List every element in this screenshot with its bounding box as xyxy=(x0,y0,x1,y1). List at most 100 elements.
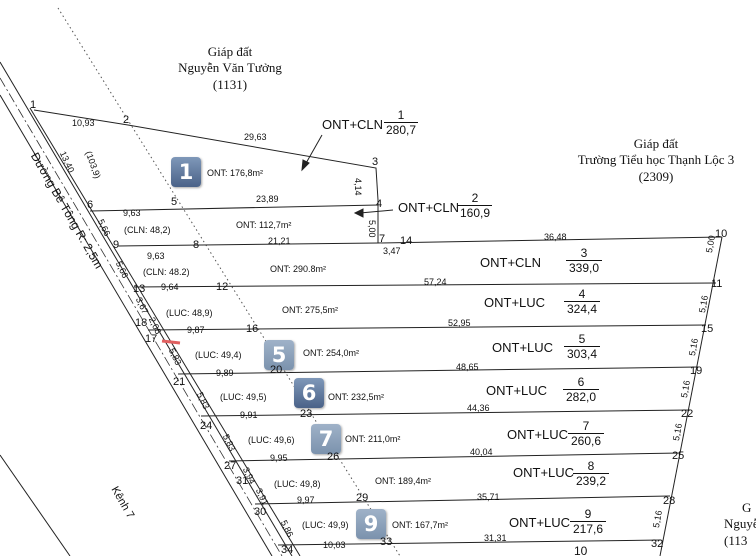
neighbor-top-label: Giáp đất Nguyễn Văn Tưởng (1131) xyxy=(170,44,290,93)
parcel-8-sub-area: (LUC: 49,8) xyxy=(274,479,321,489)
point-20: 20 xyxy=(270,364,283,376)
length-3-4: 4,14 xyxy=(353,178,363,196)
length-21-20: 9,89 xyxy=(216,368,234,378)
parcel-3-number: 3 xyxy=(566,247,602,261)
parcel-8-ont-area: ONT: 189,4m² xyxy=(375,476,432,486)
parcel-badge-7: 7 xyxy=(311,424,341,454)
parcel-7-use: ONT+LUC xyxy=(507,427,569,442)
point-14: 14 xyxy=(400,235,413,247)
parcel-4-number: 4 xyxy=(564,288,600,302)
neighbor-edge-label: G Nguyễ (113 xyxy=(724,500,756,549)
length-12-11: 57,24 xyxy=(424,277,447,287)
parcel-3-sub-area: (CLN: 48.2) xyxy=(143,267,190,277)
parcel-2-ont-area: ONT: 112,7m² xyxy=(236,220,292,230)
neighbor-edge-line3: (113 xyxy=(724,532,748,548)
parcel-3-area: 339,0 xyxy=(568,261,600,275)
parcel-1-area: 280,7 xyxy=(385,123,417,137)
point-10: 10 xyxy=(715,228,728,240)
length-6-5: 9,63 xyxy=(123,208,141,218)
point-16: 16 xyxy=(246,323,259,335)
parcel-1-ont-area: ONT: 176,8m² xyxy=(207,168,264,178)
point-22: 22 xyxy=(681,408,694,420)
parcel-5-number: 5 xyxy=(564,333,600,347)
parcel-8-use: ONT+LUC xyxy=(513,465,575,480)
parcel-6-area: 282,0 xyxy=(565,390,597,404)
length-30-29: 9,97 xyxy=(297,495,315,505)
point-18: 18 xyxy=(135,317,148,329)
parcel-2-area: 160,9 xyxy=(459,206,491,220)
length-7-8: 21,21 xyxy=(268,236,291,246)
parcel-1-number: 1 xyxy=(384,109,418,123)
parcel-10-number: 10 xyxy=(574,544,588,558)
point-33: 33 xyxy=(380,536,393,548)
parcel-6-number: 6 xyxy=(563,376,599,390)
length-26-25: 40,04 xyxy=(470,447,493,457)
parcel-5-sub-area: (LUC: 49,4) xyxy=(195,350,242,360)
neighbor-right-line2: Trường Tiểu học Thạnh Lộc 3 xyxy=(577,152,735,168)
length-1-2: 10,93 xyxy=(72,118,95,128)
neighbor-right-label: Giáp đất Trường Tiểu học Thạnh Lộc 3 (23… xyxy=(558,136,754,185)
point-28: 28 xyxy=(663,495,676,507)
length-7-14: 3,47 xyxy=(383,246,401,256)
length-23-22: 44,36 xyxy=(467,403,490,413)
parcel-7-number: 7 xyxy=(568,420,604,434)
parcel-6-sub-area: (LUC: 49,5) xyxy=(220,392,267,402)
point-2: 2 xyxy=(123,114,130,126)
parcel-4-use: ONT+LUC xyxy=(484,295,546,310)
parcel-9-use: ONT+LUC xyxy=(509,515,571,530)
parcel-8-area: 239,2 xyxy=(575,474,607,488)
neighbor-top-line3: (1131) xyxy=(212,76,248,92)
length-4-7: 5,00 xyxy=(367,220,377,238)
point-12: 12 xyxy=(216,281,229,293)
parcel-3-ont-area: ONT: 290.8m² xyxy=(270,264,327,274)
length-24-23: 9,91 xyxy=(240,410,258,420)
point-11: 11 xyxy=(711,278,723,290)
parcel-6-ont-area: ONT: 232,5m² xyxy=(328,392,385,402)
point-32: 32 xyxy=(651,538,664,550)
neighbor-top-line1: Giáp đất xyxy=(207,44,253,59)
parcel-4-ont-area: ONT: 275,5m² xyxy=(282,305,339,315)
length-16-15: 52,95 xyxy=(448,318,471,328)
point-34: 34 xyxy=(281,544,294,556)
neighbor-right-line1: Giáp đất xyxy=(633,136,679,151)
parcel-6-use: ONT+LUC xyxy=(486,383,548,398)
point-23: 23 xyxy=(300,408,313,420)
point-25: 25 xyxy=(672,450,685,462)
length-14-10: 36,48 xyxy=(544,232,567,242)
parcel-9-area: 217,6 xyxy=(572,522,604,536)
parcel-2-number: 2 xyxy=(458,192,492,206)
length-13-12: 9,64 xyxy=(161,282,179,292)
length-9-8: 9,63 xyxy=(147,251,165,261)
length-20-19: 48,65 xyxy=(456,362,479,372)
parcel-4-sub-area: (LUC: 48,9) xyxy=(166,308,213,318)
parcel-2-sub-area: (CLN: 48,2) xyxy=(124,225,171,235)
point-8: 8 xyxy=(193,239,200,251)
parcel-5-area: 303,4 xyxy=(566,347,598,361)
parcel-5-use: ONT+LUC xyxy=(492,340,554,355)
point-29: 29 xyxy=(356,492,369,504)
point-7: 7 xyxy=(379,233,386,245)
point-3: 3 xyxy=(372,156,379,168)
point-5: 5 xyxy=(171,196,178,208)
neighbor-top-line2: Nguyễn Văn Tưởng xyxy=(178,60,282,76)
parcel-2-use: ONT+CLN xyxy=(398,200,460,215)
parcel-4-area: 324,4 xyxy=(566,302,598,316)
point-19: 19 xyxy=(690,365,703,377)
parcel-badge-9: 9 xyxy=(356,509,386,539)
parcel-9-ont-area: ONT: 167,7m² xyxy=(392,520,449,530)
point-27: 27 xyxy=(224,460,237,472)
point-6: 6 xyxy=(87,199,94,211)
parcel-9-number: 9 xyxy=(570,508,606,522)
parcel-9-sub-area: (LUC: 49,9) xyxy=(302,520,349,530)
point-9: 9 xyxy=(113,239,120,251)
point-21: 21 xyxy=(173,376,186,388)
neighbor-edge-line1: G xyxy=(742,500,752,515)
neighbor-edge-line2: Nguyễ xyxy=(724,516,756,532)
point-15: 15 xyxy=(701,323,714,335)
